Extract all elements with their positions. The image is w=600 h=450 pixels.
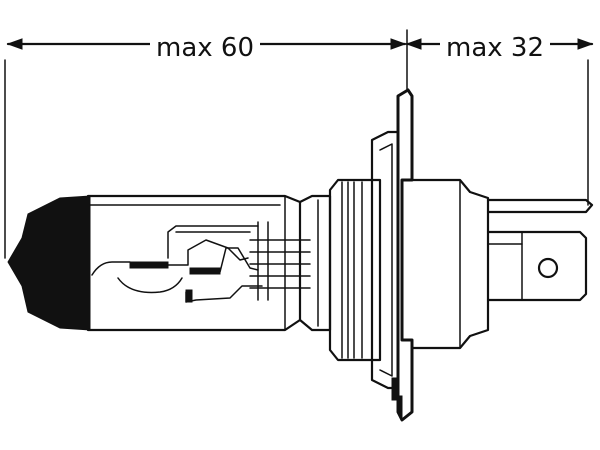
metal-base: [328, 178, 382, 362]
pin-hole: [537, 257, 559, 279]
connector-housing: [410, 178, 490, 350]
dimension-label-right: max 32: [440, 28, 550, 68]
filament-assembly: [91, 221, 311, 303]
arrow-right-icon: [577, 38, 594, 50]
flange-notch: [391, 377, 399, 401]
glass-bulb: [7, 194, 302, 332]
dimension-label-left: max 60: [150, 28, 260, 68]
flange-plate: [391, 88, 414, 422]
bulb-tip-cap: [7, 195, 91, 331]
base-collar: [370, 130, 400, 390]
arrow-left-icon: [405, 38, 422, 50]
arrow-right-icon: [390, 38, 407, 50]
arrow-left-icon: [6, 38, 23, 50]
filament-coil-high: [189, 267, 221, 275]
bulb-neck: [298, 194, 332, 332]
filament-coil-low: [129, 261, 169, 269]
terminal-pins: [486, 198, 594, 302]
